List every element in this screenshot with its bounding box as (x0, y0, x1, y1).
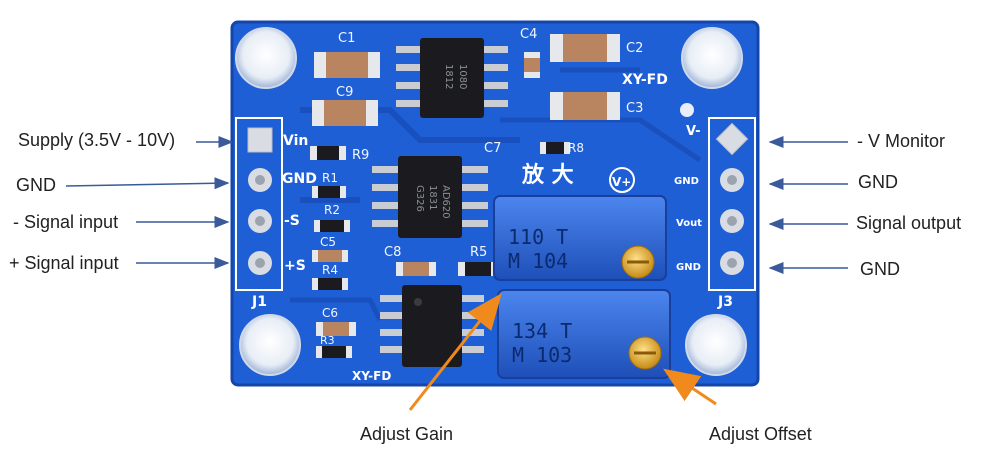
mounting-hole-bottom-right (685, 314, 747, 376)
pin-label-v-minus: V- (686, 124, 701, 139)
callout-supply: Supply (3.5V - 10V) (18, 130, 176, 150)
pin-label-gnd-left: GND (282, 171, 317, 187)
silk-v-plus-symbol: V+ (612, 175, 631, 189)
silk-chinese-label: 放 大 (521, 162, 574, 188)
svg-text:M 103: M 103 (512, 343, 572, 367)
resistor-r8 (540, 142, 570, 154)
silk-c5: C5 (320, 235, 336, 249)
mounting-hole-top-right (681, 27, 743, 89)
silk-c3: C3 (626, 101, 643, 116)
capacitor-c6 (316, 322, 356, 336)
callout-gnd-right-bottom: GND (860, 259, 900, 279)
callout-adjust-offset: Adjust Offset (709, 424, 812, 444)
silk-c6: C6 (322, 306, 338, 320)
silk-model-top: XY-FD (622, 72, 668, 88)
silk-c2: C2 (626, 41, 643, 56)
capacitor-c3 (550, 92, 620, 120)
pin-label-vin: Vin (283, 133, 308, 149)
silk-r4: R4 (322, 263, 338, 277)
callout-pos-signal: + Signal input (9, 253, 119, 273)
label-j3: J3 (717, 294, 733, 310)
silk-r8: R8 (568, 141, 584, 155)
svg-text:134 T: 134 T (512, 319, 572, 343)
silk-r2: R2 (324, 203, 340, 217)
capacitor-c1 (314, 52, 380, 78)
via-hole (680, 103, 694, 117)
silk-r1: R1 (322, 171, 338, 185)
pin-label-gnd-right-top: GND (674, 176, 699, 187)
potentiometer-gain: 110 T M 104 (493, 195, 667, 281)
svg-text:1080: 1080 (457, 64, 468, 89)
resistor-r9 (310, 146, 346, 160)
svg-text:1812: 1812 (443, 64, 454, 89)
arrow-gnd-left (65, 177, 230, 190)
silk-r3: R3 (320, 334, 335, 347)
silk-c8: C8 (384, 245, 401, 260)
silk-c4: C4 (520, 27, 537, 42)
silk-c1: C1 (338, 31, 355, 46)
callout-gnd-left: GND (16, 175, 56, 195)
silk-symbol-ring (609, 167, 635, 193)
resistor-r4 (312, 278, 348, 290)
silk-c7: C7 (484, 141, 501, 156)
header-j3: J3 (708, 117, 756, 310)
ic-ad620: AD620 1831 G326 (372, 156, 488, 238)
callout-neg-signal: - Signal input (13, 212, 119, 232)
svg-text:M 104: M 104 (508, 249, 568, 273)
pin-label-pos-s: +S (284, 258, 306, 274)
capacitor-c5 (312, 250, 348, 262)
svg-text:1831: 1831 (427, 185, 438, 210)
mounting-hole-bottom-left (239, 314, 301, 376)
silk-r5: R5 (470, 245, 487, 260)
svg-text:AD620: AD620 (440, 185, 451, 219)
silk-c9: C9 (336, 85, 353, 100)
callout-adjust-gain: Adjust Gain (360, 424, 454, 444)
arrow-adjust-gain (408, 293, 502, 411)
capacitor-c4 (524, 52, 540, 78)
resistor-r2 (314, 220, 350, 232)
capacitor-c2 (550, 34, 620, 62)
pin-label-gnd-right-bottom: GND (676, 262, 701, 273)
capacitor-c8 (396, 262, 436, 276)
resistor-r1 (312, 186, 346, 198)
resistor-r3 (316, 346, 352, 358)
resistor-r5 (458, 262, 498, 276)
callout-signal-output: Signal output (856, 213, 962, 233)
capacitor-c9 (312, 100, 378, 126)
callout-gnd-right-top: GND (858, 172, 898, 192)
pin-label-neg-s: -S (284, 213, 300, 229)
callout-v-monitor: - V Monitor (857, 131, 946, 151)
silk-r9: R9 (352, 148, 369, 163)
potentiometer-offset: 134 T M 103 (497, 289, 671, 379)
pin-label-vout: Vout (676, 218, 702, 229)
label-j1: J1 (251, 294, 267, 310)
ic-top: 1080 1812 (396, 38, 508, 118)
arrow-adjust-offset (663, 368, 717, 406)
header-j1: J1 (235, 117, 283, 310)
svg-text:G326: G326 (414, 185, 425, 212)
svg-text:110 T: 110 T (508, 225, 568, 249)
silk-model-bottom: XY-FD (352, 369, 391, 383)
mounting-hole-top-left (235, 27, 297, 89)
